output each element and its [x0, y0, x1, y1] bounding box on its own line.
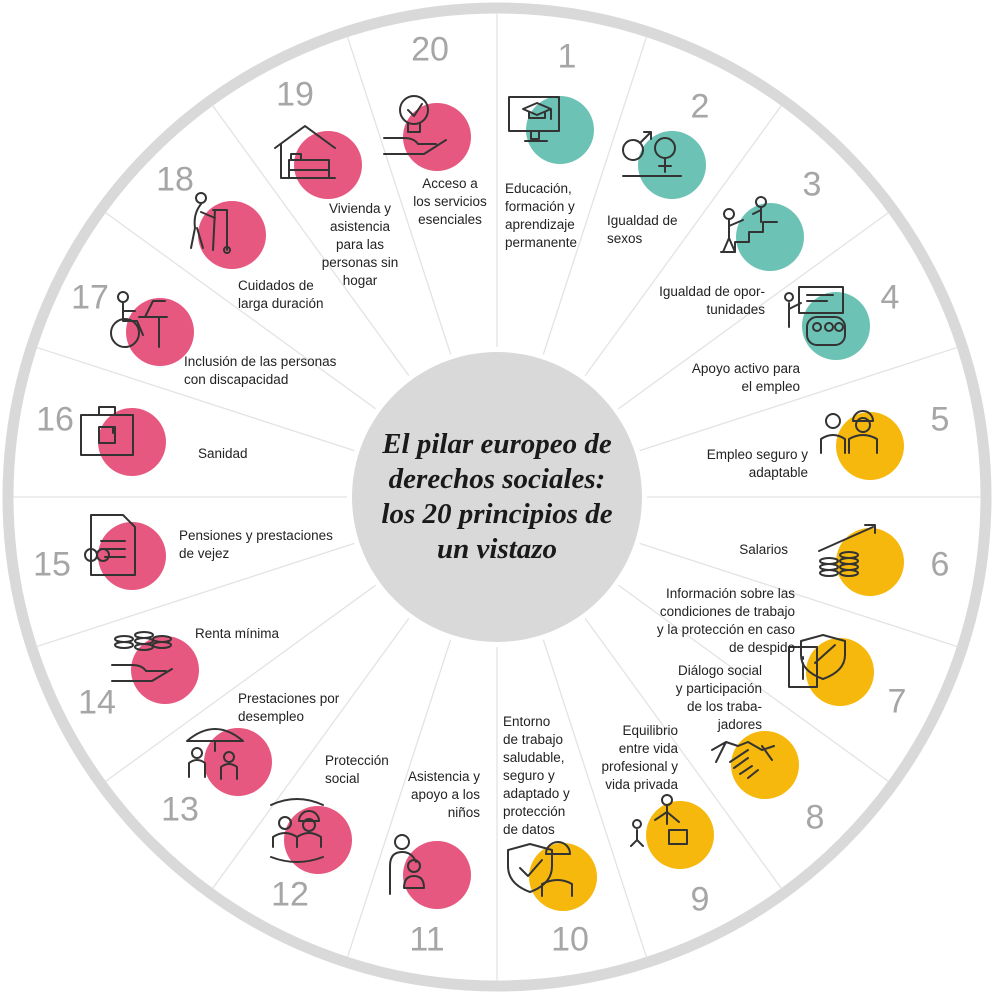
- principle-label: Asistencia y apoyo a los niños: [407, 769, 480, 820]
- hand-lightbulb-icon: [383, 95, 447, 155]
- principle-label: Vivienda y asistencia para las personas …: [321, 201, 399, 288]
- protected-people-icon: [270, 798, 324, 863]
- principle-number: 16: [36, 400, 74, 439]
- principle-number: 5: [930, 400, 950, 439]
- principle-number: 7: [887, 682, 907, 721]
- principle-label: Información sobre las condiciones de tra…: [656, 586, 795, 655]
- color-circle: [731, 731, 799, 799]
- color-circle: [403, 841, 471, 909]
- umbrella-people-icon: [186, 728, 244, 780]
- principle-number: 9: [690, 880, 710, 919]
- segment-divider: [639, 542, 958, 648]
- principle-number: 12: [271, 875, 309, 914]
- segment-divider: [617, 211, 889, 410]
- principle-label: Igualdad de opor- tunidades: [659, 284, 765, 317]
- principle-label: Prestaciones por desempleo: [238, 691, 340, 724]
- center-circle: [352, 352, 642, 642]
- segment-divider: [211, 617, 410, 889]
- principle-number: 6: [930, 545, 950, 584]
- color-circle: [646, 801, 714, 869]
- principle-number: 3: [802, 165, 822, 204]
- color-circle: [736, 203, 804, 271]
- principle-number: 14: [78, 683, 116, 722]
- principle-label: Sanidad: [198, 446, 248, 461]
- segment-divider: [105, 584, 377, 783]
- principle-label: Igualdad de sexos: [607, 213, 678, 246]
- principle-label: Pensiones y prestaciones de vejez: [179, 528, 333, 561]
- segment-divider: [36, 346, 355, 452]
- segment-divider: [542, 639, 648, 958]
- principle-label: Acceso a los servicios esenciales: [413, 176, 487, 227]
- principle-label: Renta mínima: [195, 626, 280, 641]
- gender-symbols-icon: [622, 131, 682, 177]
- segment-divider: [584, 617, 783, 889]
- segment-divider: [211, 105, 410, 377]
- principle-number: 20: [411, 30, 449, 69]
- segment-divider: [617, 584, 889, 783]
- house-bed-icon: [274, 125, 336, 179]
- coins-growth-icon: [818, 524, 876, 577]
- principle-label: Apoyo activo para el empleo: [691, 361, 800, 394]
- principle-number: 1: [557, 37, 577, 76]
- info-shield-icon: [788, 634, 846, 688]
- principle-label: Inclusión de las personas con discapacid…: [184, 354, 337, 387]
- principle-label: Protección social: [325, 753, 389, 786]
- principle-number: 10: [551, 920, 589, 959]
- segment-divider: [542, 36, 648, 355]
- principle-number: 17: [71, 278, 109, 317]
- principle-number: 18: [156, 160, 194, 199]
- principle-label: Equilibrio entre vida profesional y vida…: [601, 723, 678, 792]
- medical-kit-icon: [80, 406, 134, 456]
- work-life-icon: [630, 794, 688, 847]
- segment-divider: [639, 346, 958, 452]
- diagram-title: El pilar europeo de derechos sociales: l…: [381, 428, 613, 565]
- wheelchair-desk-icon: [110, 291, 168, 348]
- color-circle: [198, 201, 266, 269]
- graduation-screen-icon: [508, 96, 560, 142]
- color-circle: [204, 728, 272, 796]
- hand-coins-icon: [111, 631, 173, 682]
- principle-label: Entorno de trabajo saludable, seguro y a…: [503, 714, 570, 837]
- helping-up-stairs-icon: [720, 196, 778, 253]
- segment-divider: [346, 36, 452, 355]
- walker-elderly-icon: [190, 192, 231, 254]
- principle-label: Cuidados de larga duración: [238, 278, 324, 311]
- principle-label: Salarios: [739, 542, 788, 557]
- principle-number: 2: [690, 87, 710, 126]
- principle-number: 11: [409, 920, 445, 959]
- principle-number: 15: [33, 545, 71, 584]
- segment-divider: [346, 639, 452, 958]
- principle-label: Diálogo social y participación de los tr…: [675, 663, 762, 732]
- segment-divider: [105, 211, 377, 410]
- workers-icon: [820, 410, 878, 454]
- shield-worker-icon: [507, 841, 573, 897]
- presentation-group-icon: [784, 286, 846, 346]
- principle-number: 13: [161, 790, 199, 829]
- parent-child-icon: [389, 834, 425, 895]
- segment-divider: [584, 105, 783, 377]
- principle-number: 4: [880, 278, 900, 317]
- pension-document-icon: [84, 514, 136, 576]
- principle-number: 19: [276, 75, 314, 114]
- handshake-icon: [711, 741, 775, 779]
- principle-label: Educación, formación y aprendizaje perma…: [505, 181, 578, 250]
- principle-number: 8: [805, 798, 825, 837]
- segment-divider: [36, 542, 355, 648]
- principle-label: Empleo seguro y adaptable: [706, 447, 808, 480]
